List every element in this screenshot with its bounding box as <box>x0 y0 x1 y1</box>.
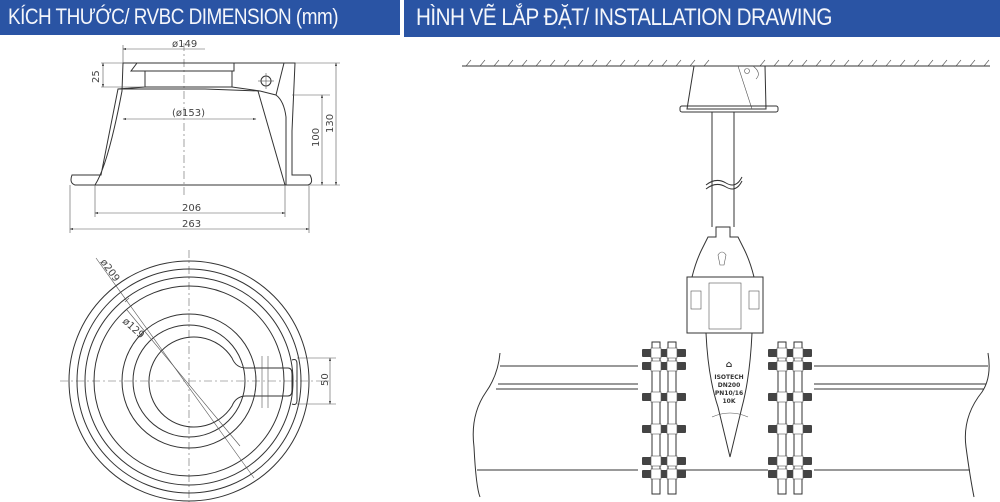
installation-title: HÌNH VẼ LẮP ĐẶT/ INSTALLATION DRAWING <box>416 4 832 31</box>
dimension-title: KÍCH THƯỚC/ RVBC DIMENSION (mm) <box>8 4 339 29</box>
valve-marking-3: PN10/16 <box>715 390 743 397</box>
top-view-drawing: ø209 ø129 50 <box>60 250 336 502</box>
valve-marking-2: DN200 <box>718 382 741 389</box>
valve-marking-4: 10K <box>723 398 736 405</box>
installation-header: HÌNH VẼ LẮP ĐẶT/ INSTALLATION DRAWING <box>404 0 1000 37</box>
dim-total-height: 130 <box>325 114 336 133</box>
dim-flange-height: 25 <box>91 70 102 83</box>
side-view-drawing: ø149 (ø153) 25 100 130 206 263 <box>69 39 340 233</box>
dim-top-diameter: ø149 <box>172 39 197 50</box>
dim-inner-diameter: (ø153) <box>172 108 205 119</box>
dim-outer-diameter: ø209 <box>98 257 122 284</box>
dim-bottom-inner: 206 <box>182 203 201 214</box>
dimension-header: KÍCH THƯỚC/ RVBC DIMENSION (mm) <box>0 0 400 35</box>
dim-bottom-outer: 263 <box>182 219 201 230</box>
installation-drawing: ⌂ ISOTECH DN200 PN10/16 10K <box>462 59 990 498</box>
valve-marking-1: ISOTECH <box>714 374 743 381</box>
dim-inner-diameter-top: ø129 <box>120 316 146 341</box>
dim-body-height: 100 <box>311 128 322 147</box>
valve-logo-icon: ⌂ <box>726 360 733 370</box>
ceiling-hatch <box>465 59 990 67</box>
dim-slot-width: 50 <box>320 373 331 386</box>
